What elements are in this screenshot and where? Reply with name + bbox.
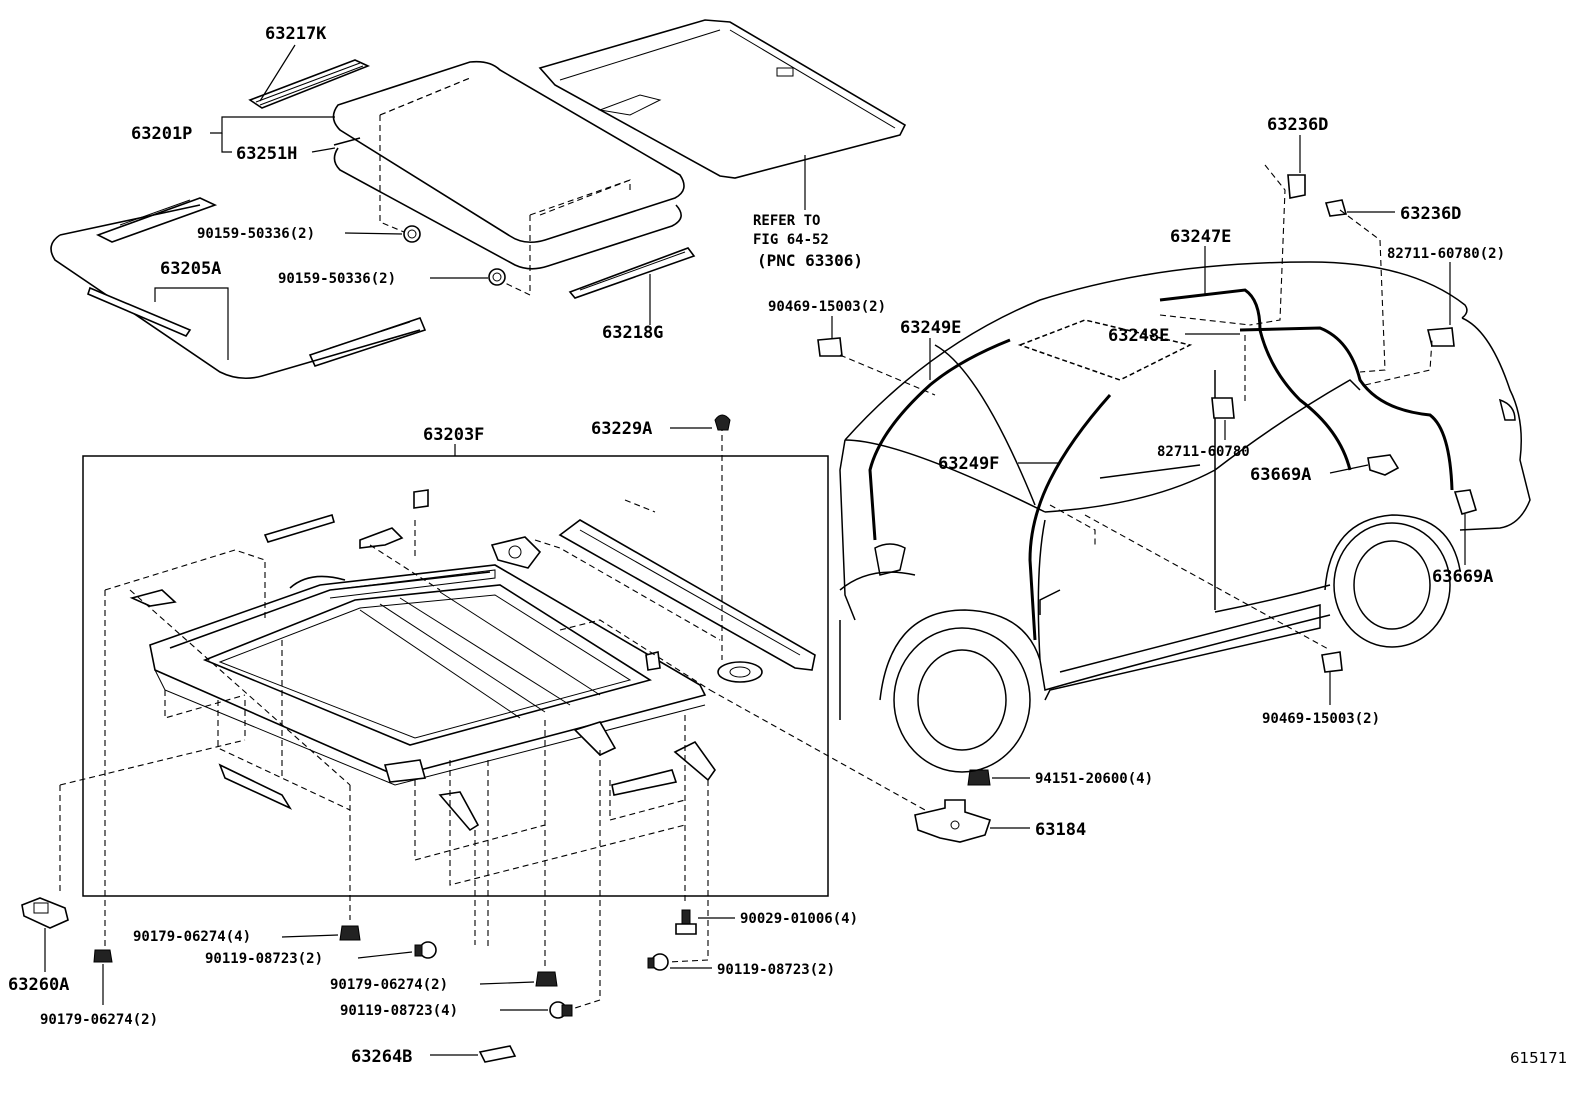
nut-icon-b[interactable] (339, 925, 361, 941)
bracket-b[interactable] (359, 527, 404, 549)
label-90159-a: 90159-50336(2) (197, 226, 315, 242)
label-90119-c: 90119-08723(4) (340, 1003, 458, 1019)
label-63248E: 63248E (1108, 326, 1169, 346)
figure-id: 615171 (1510, 1049, 1567, 1067)
valve-icon-a[interactable] (1367, 454, 1400, 476)
bolt-icon-d[interactable] (647, 953, 669, 971)
bolt-icon-b[interactable] (549, 1001, 573, 1019)
valve-icon-b[interactable] (1453, 489, 1477, 515)
bracket-j[interactable] (573, 721, 617, 756)
drain-hose-front-left[interactable] (868, 338, 1011, 541)
clip-icon-e[interactable] (1324, 199, 1348, 217)
label-63249F: 63249F (938, 454, 999, 474)
clip-icon-d[interactable] (1287, 174, 1306, 199)
bracket-e[interactable] (645, 651, 661, 671)
label-90159-b: 90159-50336(2) (278, 271, 396, 287)
bracket-c[interactable] (413, 489, 429, 509)
clip-icon-a[interactable] (403, 225, 421, 243)
sensor-part[interactable] (21, 897, 69, 929)
label-90179-a: 90179-06274(4) (133, 929, 251, 945)
label-82711-a: 82711-60780(2) (1387, 246, 1505, 262)
label-63217K: 63217K (265, 24, 327, 44)
assembly-box (82, 455, 829, 897)
clip-icon-b[interactable] (488, 268, 506, 286)
drain-hose-front-right[interactable] (1028, 394, 1112, 641)
deflector-strip-part[interactable] (248, 59, 371, 109)
label-90469-b: 90469-15003(2) (1262, 711, 1380, 727)
weatherstrip-part[interactable] (333, 137, 682, 270)
label-90179-b: 90179-06274(2) (330, 977, 448, 993)
reference-note-line2: FIG 64-52 (753, 232, 829, 248)
label-90179-c: 90179-06274(2) (40, 1012, 158, 1028)
bracket-d[interactable] (129, 589, 177, 607)
label-63669A-b: 63669A (1432, 567, 1493, 587)
rear-crossbar-part[interactable] (558, 519, 816, 671)
clip-icon-h[interactable] (817, 337, 843, 357)
label-63236D-b: 63236D (1400, 204, 1461, 224)
vehicle-body-outline (839, 261, 1531, 773)
wind-deflector-part[interactable] (568, 247, 696, 299)
frame-seal-part[interactable] (50, 197, 427, 380)
label-63247E: 63247E (1170, 227, 1231, 247)
label-90029: 90029-01006(4) (740, 911, 858, 927)
label-63203F: 63203F (423, 425, 484, 445)
cap-icon[interactable] (714, 414, 731, 431)
bracket-f[interactable] (218, 763, 293, 810)
nut-icon-c[interactable] (535, 971, 558, 987)
bolt-icon-c[interactable] (675, 909, 697, 935)
label-90469-a: 90469-15003(2) (768, 299, 886, 315)
drain-hose-rear-left[interactable] (1159, 288, 1352, 471)
reference-note-line3: (PNC 63306) (757, 251, 863, 270)
label-63251H: 63251H (236, 144, 297, 164)
label-63260A: 63260A (8, 975, 69, 995)
label-63218G: 63218G (602, 323, 663, 343)
label-63249E: 63249E (900, 318, 961, 338)
label-94151: 94151-20600(4) (1035, 771, 1153, 787)
drain-hose-rear-right[interactable] (1239, 326, 1454, 491)
label-63201P: 63201P (131, 124, 192, 144)
mount-bracket-part[interactable] (914, 799, 992, 843)
sunroof-housing-part[interactable] (149, 564, 707, 786)
drain-pipe-left[interactable] (383, 759, 427, 783)
label-63669A-a: 63669A (1250, 465, 1311, 485)
nut-icon-a[interactable] (93, 949, 113, 963)
switch-part[interactable] (717, 661, 763, 683)
bracket-h[interactable] (611, 769, 678, 796)
guide-rail-left (95, 197, 218, 243)
clip-icon-f[interactable] (1426, 327, 1455, 347)
reference-note-line1: REFER TO (753, 213, 820, 229)
label-63264B: 63264B (351, 1047, 412, 1067)
clip-icon-c[interactable] (478, 1045, 517, 1063)
nut-icon-d[interactable] (967, 769, 991, 786)
guide-rail-right (308, 317, 427, 367)
label-63205A: 63205A (160, 259, 221, 279)
label-63184: 63184 (1035, 820, 1086, 840)
sunshade-panel-part[interactable] (538, 19, 907, 179)
clip-icon-i[interactable] (1321, 651, 1343, 673)
label-63236D-a: 63236D (1267, 115, 1328, 135)
clip-icon-g[interactable] (1211, 397, 1235, 419)
label-90119-a: 90119-08723(2) (205, 951, 323, 967)
bracket-g[interactable] (438, 791, 480, 832)
label-90119-b: 90119-08723(2) (717, 962, 835, 978)
bracket-i[interactable] (673, 740, 716, 782)
drive-motor-part[interactable] (490, 536, 542, 569)
label-82711-b: 82711-60780 (1157, 444, 1250, 460)
bolt-icon-a[interactable] (414, 941, 437, 959)
label-63229A: 63229A (591, 419, 652, 439)
bracket-a[interactable] (263, 514, 335, 543)
